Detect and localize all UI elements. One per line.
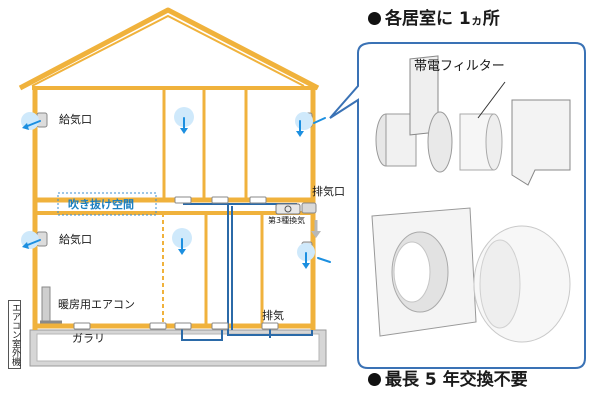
- roof-inner: [31, 14, 305, 87]
- atrium-label: 吹き抜け空間: [68, 198, 134, 211]
- bullet-icon: [368, 373, 381, 386]
- filter-cartridge-end: [485, 113, 503, 171]
- crawl-space: [36, 333, 320, 362]
- square-wall-cap-inner: [393, 241, 431, 303]
- vent-hood: [511, 99, 571, 186]
- heading-tail: 所: [482, 9, 500, 29]
- arrowhead-lower-room: [178, 249, 186, 255]
- roof-outer: [18, 7, 320, 91]
- grille-upper-1: [174, 196, 192, 204]
- fan-label: 第3種換気: [268, 216, 306, 225]
- arrowhead-upper-right: [296, 131, 304, 137]
- grille-lower-1: [73, 322, 91, 330]
- ac-outdoor-unit-label: エアコン室外機: [8, 300, 21, 369]
- grille-lower-4: [211, 322, 229, 330]
- arrow-lower-right-out: [317, 257, 331, 263]
- arrowhead-lower-left: [22, 242, 29, 249]
- filter-label: 帯電フィルター: [414, 59, 505, 74]
- exhaust-fan-unit: [275, 203, 301, 215]
- heating-ac-unit: [41, 286, 51, 322]
- fan-rotor-icon: [284, 205, 292, 213]
- wall-plate: [409, 55, 439, 136]
- filter-exploded-view: [375, 55, 571, 186]
- arrow-upper-right-out: [313, 117, 326, 124]
- supply-port-label-lower: 給気口: [59, 233, 92, 246]
- grille-lower-3: [174, 322, 192, 330]
- heating-ac-label: 暖房用エアコン: [58, 298, 135, 311]
- lower-duct-left: [181, 327, 223, 341]
- arrowhead-upper-left: [22, 123, 29, 130]
- exhaust-out-arrowhead: [311, 231, 321, 238]
- grille-lower-5: [261, 322, 279, 330]
- gallery-label: ガラリ: [72, 332, 105, 345]
- glow-upper-right: [295, 112, 313, 130]
- atrium-box: [57, 192, 157, 216]
- grille-upper-2: [211, 196, 229, 204]
- arrow-heads: [22, 123, 310, 269]
- supply-port-label-upper: 給気口: [59, 113, 92, 126]
- heading-replacement: 最長 5 年交換不要: [368, 372, 528, 389]
- heading-tail: 年交換不要: [442, 370, 528, 390]
- heading-text: 各居室に: [385, 9, 453, 29]
- exhaust-port-label: 排気口: [312, 185, 345, 198]
- arrowhead-lower-right: [302, 263, 310, 269]
- heading-each-room: 各居室に 1ヵ所: [368, 11, 500, 28]
- floor-grilles: [73, 196, 279, 330]
- filter-pointer-line: [477, 81, 506, 119]
- heading-text: 最長: [385, 370, 419, 390]
- exhaust-hood: [301, 202, 317, 214]
- grille-upper-3: [249, 196, 267, 204]
- fiber-filter-face: [479, 239, 521, 329]
- grille-lower-2: [149, 322, 167, 330]
- adapter-ring: [427, 111, 453, 173]
- heading-number: 1: [458, 9, 471, 29]
- arrowhead-upper-room: [180, 128, 188, 134]
- heading-counter: ヵ: [470, 13, 483, 27]
- bullet-icon: [368, 12, 381, 25]
- filter-product-view: [371, 207, 571, 343]
- heading-number: 5: [424, 370, 437, 390]
- exhaust-label: 排気: [262, 309, 284, 322]
